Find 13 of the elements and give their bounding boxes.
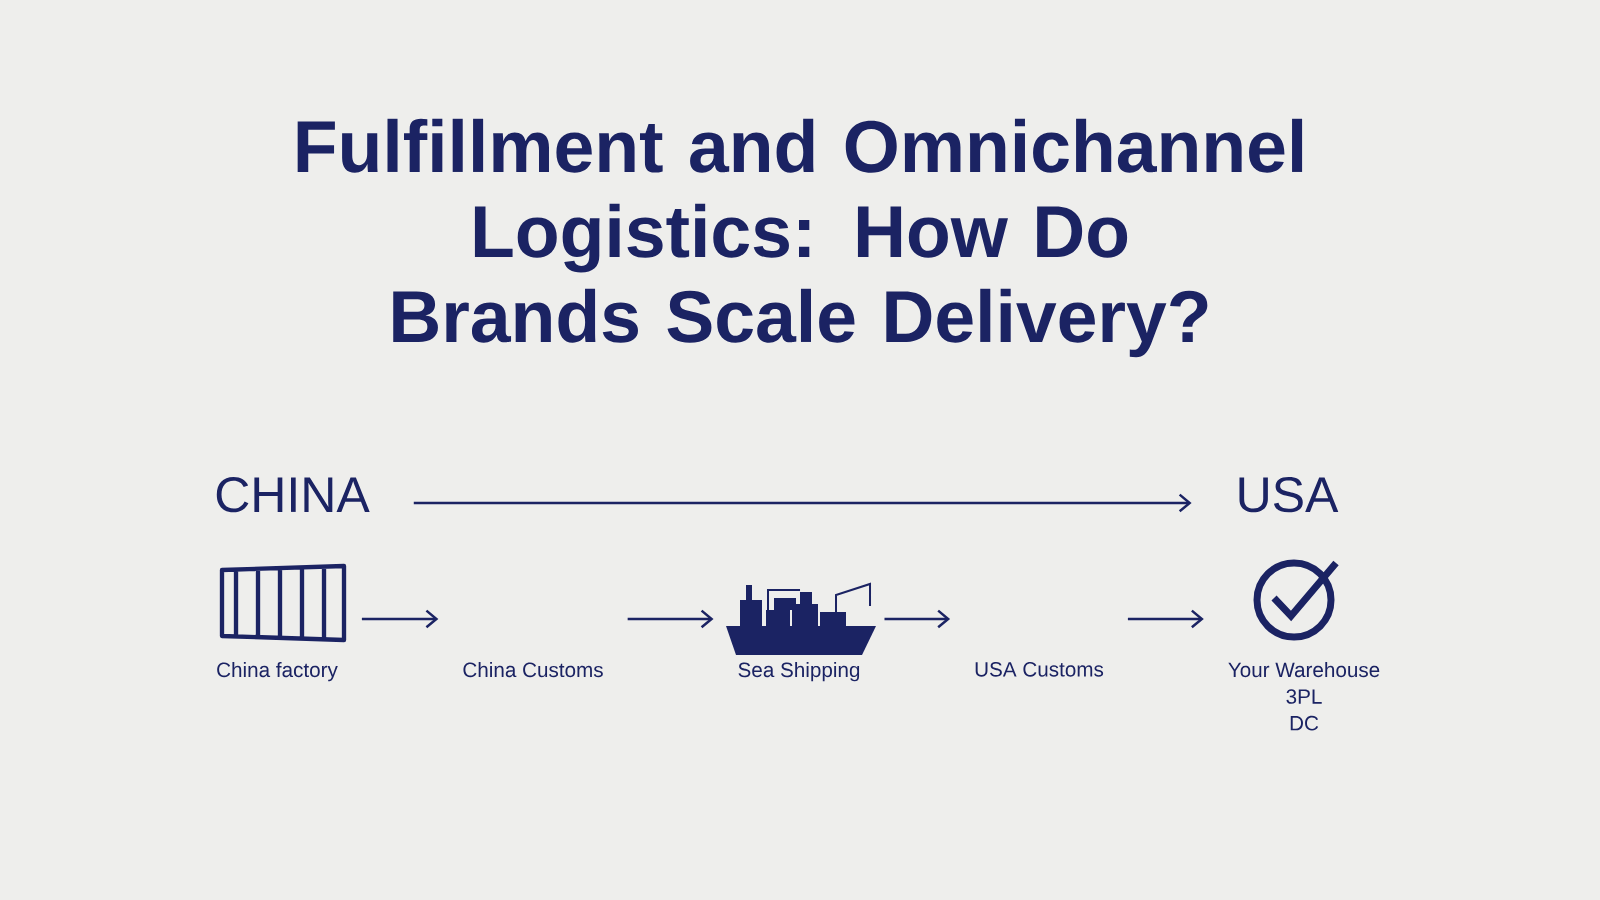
arrow [361,609,439,629]
arrow [413,493,1192,513]
step-label: Sea Shipping [738,662,860,682]
step-label: USA Customs [975,662,1104,677]
arrow [884,609,951,629]
step-label: China factory [217,662,338,682]
arrow [627,609,714,629]
step-label: China Customs [463,662,603,678]
arrow [1127,609,1204,629]
title: Fulfillment and Omnichannel Logistics: How Do Brands Scale Delivery? [297,118,1303,358]
step-label: Your Warehouse 3PL DC [1228,662,1380,731]
country-label: USA [1239,477,1339,513]
country-label: CHINA [216,477,370,513]
